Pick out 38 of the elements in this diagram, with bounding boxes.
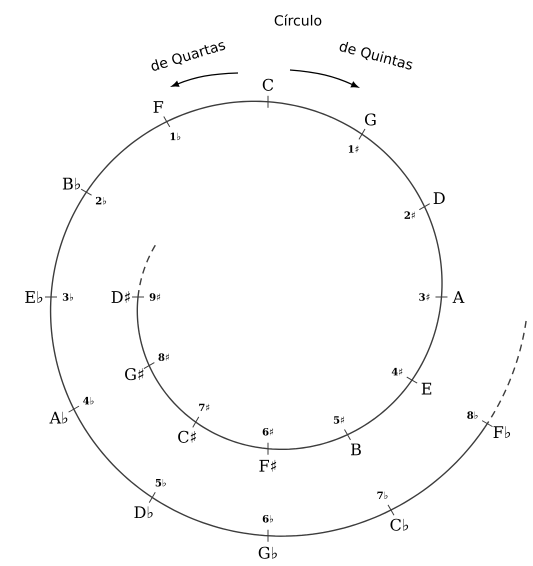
key-signature-count: 6♯ bbox=[262, 428, 274, 436]
key-signature-count: 8♯ bbox=[158, 353, 169, 361]
key-signature-count: 8♭ bbox=[467, 411, 478, 419]
note-name: A♭ bbox=[49, 412, 68, 424]
key-signature-count: 4♯ bbox=[392, 368, 402, 376]
note-name: F bbox=[154, 101, 164, 113]
key-signature-count: 4♭ bbox=[83, 396, 94, 404]
note-name: D bbox=[434, 192, 445, 204]
key-signature-count: 2♭ bbox=[96, 196, 106, 204]
key-signature-count: 2♯ bbox=[404, 211, 415, 219]
note-name: D♯ bbox=[112, 291, 130, 303]
key-signature-count: 1♭ bbox=[170, 132, 180, 140]
key-signature-count: 9♯ bbox=[150, 293, 160, 301]
note-name: C bbox=[262, 78, 274, 91]
key-signature-count: 6♭ bbox=[262, 514, 274, 523]
note-name: F♭ bbox=[494, 426, 510, 438]
key-signature-count: 7♯ bbox=[199, 404, 210, 412]
note-name: E♭ bbox=[25, 291, 42, 303]
note-name: E bbox=[422, 382, 432, 394]
note-name: C♭ bbox=[390, 518, 408, 531]
key-signature-count: 3♯ bbox=[419, 293, 430, 301]
key-signature-count: 3♭ bbox=[62, 293, 74, 301]
note-name: B bbox=[350, 444, 361, 456]
key-signature-count: 5♯ bbox=[334, 416, 344, 424]
note-name: G bbox=[364, 113, 376, 126]
note-name: B♭ bbox=[62, 178, 80, 190]
note-name: A bbox=[452, 291, 464, 303]
note-name: F♯ bbox=[259, 460, 276, 472]
key-signature-count: 7♭ bbox=[377, 492, 388, 499]
heading-text: de Quintas bbox=[340, 42, 412, 70]
key-signature-count: 5♭ bbox=[156, 479, 166, 486]
heading-text: Círculo bbox=[274, 14, 322, 26]
note-name: C♯ bbox=[178, 430, 196, 443]
note-name: G♯ bbox=[125, 368, 144, 380]
heading-text: de Quartas bbox=[152, 42, 226, 71]
note-name: G♭ bbox=[258, 546, 277, 559]
note-name: D♭ bbox=[134, 506, 153, 518]
key-signature-count: 1♯ bbox=[348, 145, 359, 153]
